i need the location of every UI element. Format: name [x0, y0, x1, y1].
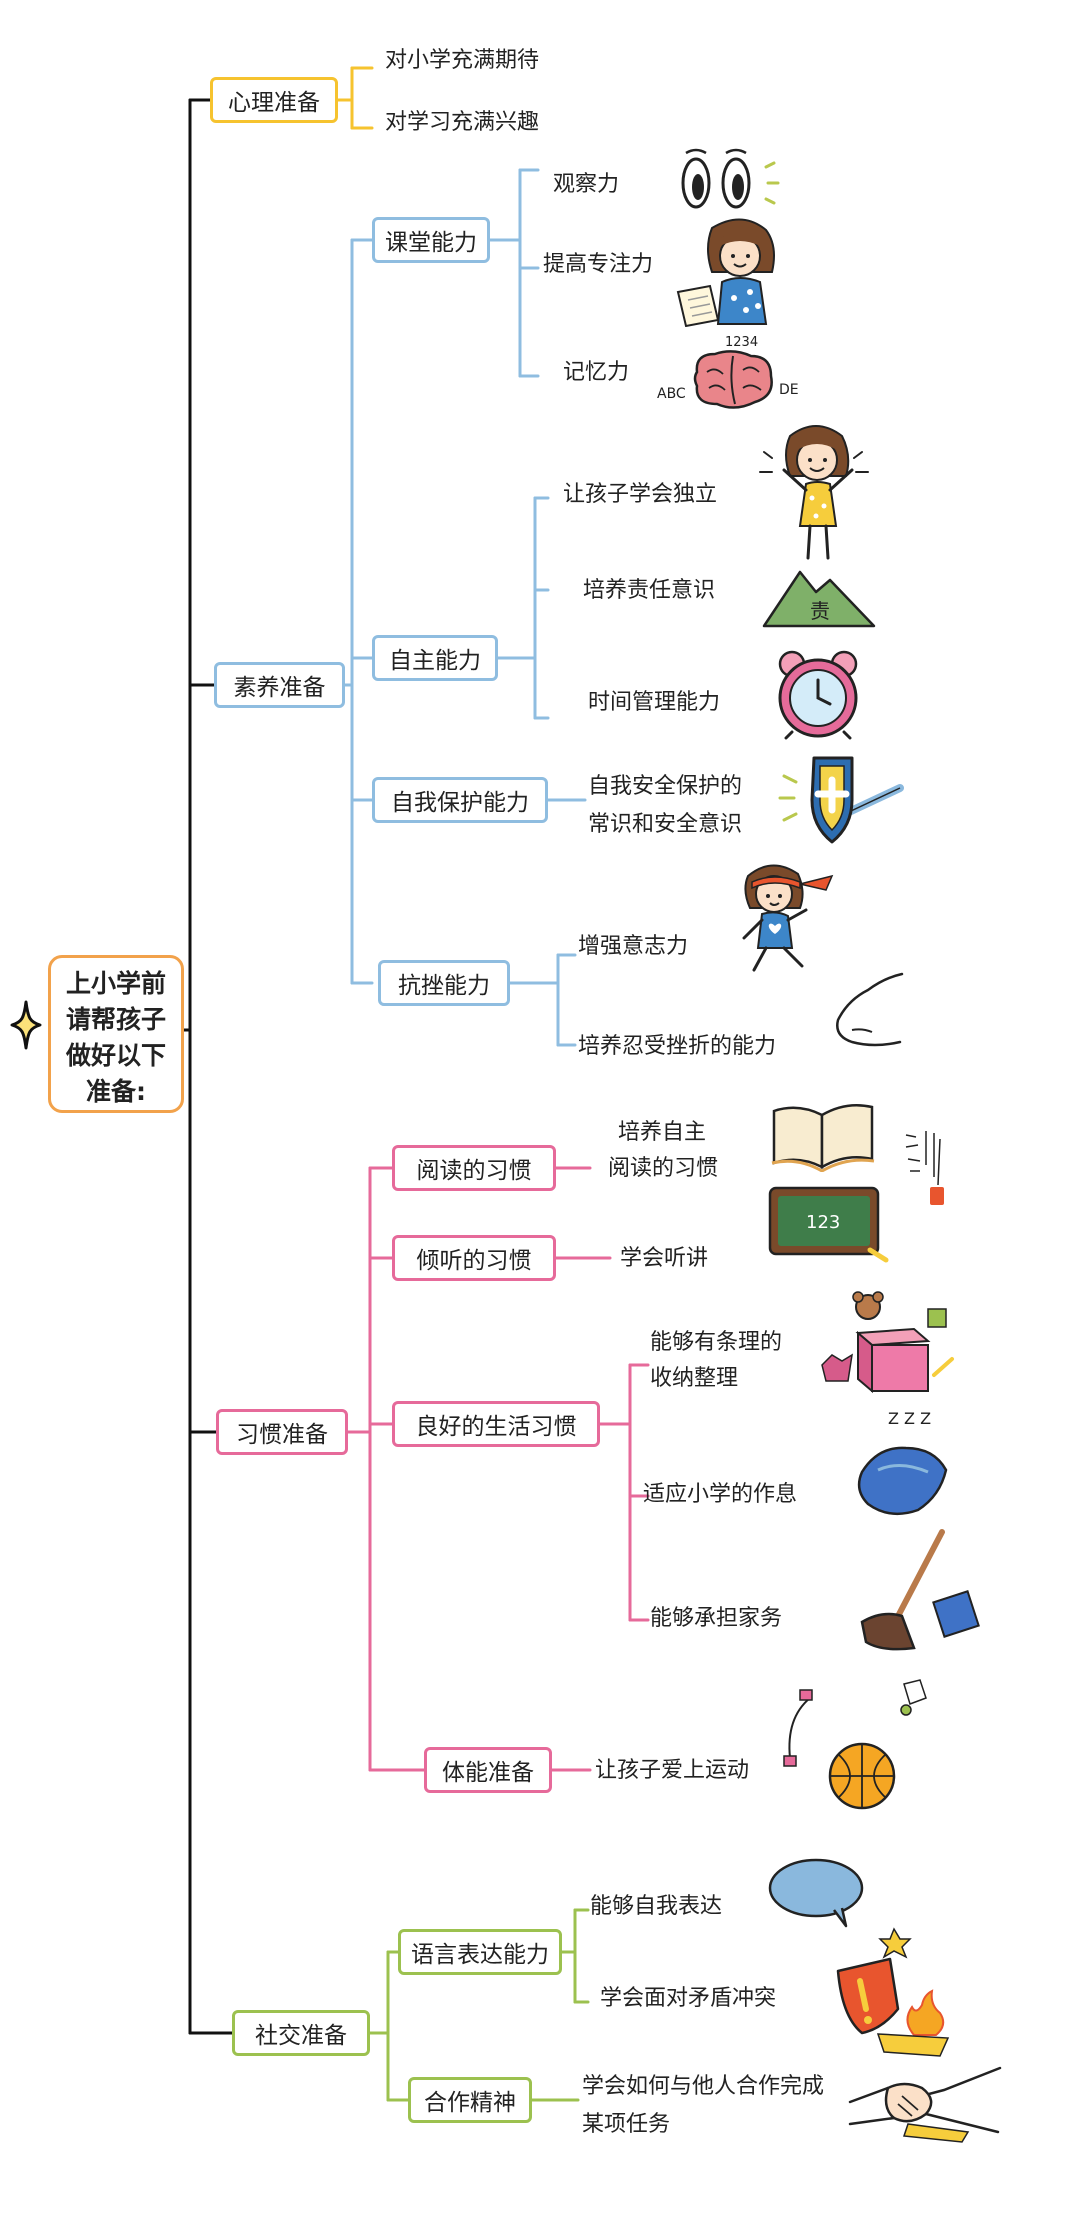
autonomy-item: 培养责任意识	[583, 578, 716, 603]
storage-box-icon	[821, 1291, 954, 1394]
reading-item: 阅读的习惯	[608, 1156, 719, 1181]
teamwork-node: 合作精神	[408, 2077, 532, 2123]
psych-node: 心理准备	[210, 77, 338, 123]
warning-shield-icon	[836, 1927, 945, 2036]
resilience-item: 培养忍受挫折的能力	[578, 1034, 777, 1059]
selfprotect-item: 自我安全保护的	[588, 774, 743, 799]
fitness-item: 让孩子爱上运动	[595, 1758, 750, 1783]
habit-node: 习惯准备	[216, 1409, 348, 1455]
memory-digits: 1234	[725, 335, 758, 350]
quality-node: 素养准备	[214, 662, 345, 708]
living-item: 能够承担家务	[650, 1606, 783, 1631]
brain-icon: 1234 ABC DE	[657, 335, 799, 409]
psych-item: 对学习充满兴趣	[385, 110, 540, 135]
handshake-icon	[848, 2033, 1002, 2143]
running-girl-icon	[742, 864, 834, 972]
teamwork-item: 某项任务	[582, 2112, 671, 2137]
blackboard-icon: 123	[768, 1186, 889, 1263]
fitness-node: 体能准备	[424, 1747, 552, 1793]
resilience-item: 增强意志力	[578, 934, 689, 959]
root-line: 请帮孩子	[65, 1005, 166, 1034]
selfprotect-item: 常识和安全意识	[588, 812, 743, 837]
resilience-node: 抗挫能力	[378, 960, 510, 1006]
root-node: 上小学前 请帮孩子 做好以下 准备:	[48, 955, 184, 1113]
reading-node: 阅读的习惯	[392, 1145, 556, 1191]
book-icon	[771, 1104, 875, 1172]
autonomy-item: 让孩子学会独立	[563, 482, 718, 507]
memory-left: ABC	[657, 386, 686, 402]
classroom-item: 记忆力	[563, 360, 630, 385]
classroom-item: 观察力	[553, 172, 620, 197]
root-line: 准备:	[86, 1077, 146, 1106]
social-node: 社交准备	[232, 2010, 370, 2056]
speech-bubble-icon	[768, 1858, 864, 1928]
autonomy-node: 自主能力	[372, 635, 498, 681]
autonomy-item: 时间管理能力	[588, 690, 721, 715]
memory-right: DE	[779, 382, 799, 398]
living-item: 适应小学的作息	[643, 1482, 798, 1507]
responsibility-char: 责	[810, 599, 830, 623]
living-item: 收纳整理	[650, 1366, 739, 1391]
star-icon	[10, 1000, 42, 1050]
teamwork-item: 学会如何与他人合作完成	[582, 2074, 825, 2099]
listening-node: 倾听的习惯	[392, 1235, 556, 1281]
alarm-clock-icon	[778, 650, 858, 740]
hand-icon	[836, 972, 904, 1047]
listening-item: 学会听讲	[620, 1246, 709, 1271]
language-item: 学会面对矛盾冲突	[600, 1986, 777, 2011]
sleep-zz: Z Z Z	[888, 1409, 931, 1428]
girl-standing-icon	[759, 425, 869, 560]
living-item: 能够有条理的	[650, 1330, 783, 1355]
language-node: 语言表达能力	[398, 1929, 562, 1975]
broom-icon	[860, 1529, 980, 1651]
classroom-item: 提高专注力	[543, 252, 654, 277]
living-node: 良好的生活习惯	[392, 1401, 600, 1447]
reading-item: 培养自主	[618, 1120, 707, 1145]
eyes-icon	[681, 148, 780, 209]
classroom-node: 课堂能力	[372, 217, 490, 263]
screen-digits: 123	[806, 1212, 840, 1233]
signature-stamp	[905, 1131, 944, 1205]
ball-icon	[783, 1679, 927, 1810]
psych-item: 对小学充满期待	[385, 48, 540, 73]
girl-writing-icon	[676, 218, 775, 327]
shield-sword-icon	[778, 756, 904, 844]
selfprotect-node: 自我保护能力	[372, 777, 548, 823]
root-line: 做好以下	[65, 1041, 166, 1070]
pillow-icon: Z Z Z	[857, 1409, 948, 1516]
mountain-icon: 责	[762, 570, 876, 628]
language-item: 能够自我表达	[590, 1894, 723, 1919]
root-line: 上小学前	[65, 969, 166, 998]
